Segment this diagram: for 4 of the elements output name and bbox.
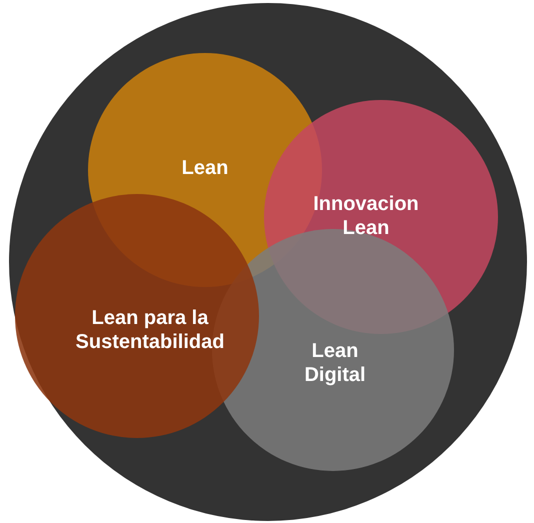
circle-label: Lean Digital bbox=[303, 339, 367, 387]
circle-label: Lean para la Sustentabilidad bbox=[74, 306, 226, 354]
circle-label: Innovacion Lean bbox=[312, 192, 420, 240]
circle-label: Lean bbox=[180, 156, 230, 180]
